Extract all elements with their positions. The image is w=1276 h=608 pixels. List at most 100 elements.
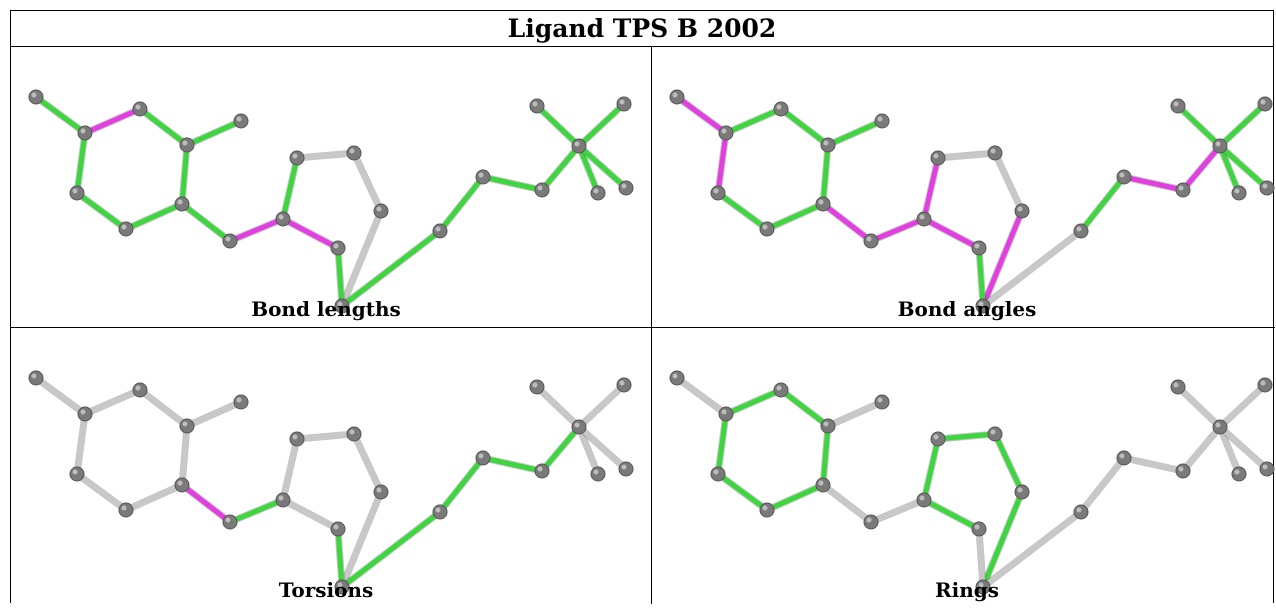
atom-a20 [590, 185, 606, 201]
atom-highlight [278, 495, 284, 501]
bond-a17-a18 [1180, 424, 1223, 474]
atom-a1 [77, 406, 93, 422]
bond-a9-a10 [921, 216, 982, 251]
atom-a5 [69, 466, 85, 482]
atom-highlight [713, 469, 719, 475]
atom-highlight [619, 99, 625, 105]
bond-a3-a7 [179, 142, 190, 207]
atom-a2 [773, 382, 789, 398]
caption-torsions: Torsions [278, 578, 374, 602]
atom-highlight [866, 517, 872, 523]
panel-bond-lengths: Bond lengths [11, 47, 641, 327]
atom-highlight [713, 188, 719, 194]
atom-a15 [432, 223, 448, 239]
atom-a9 [275, 492, 291, 508]
bond-a9-a10 [280, 497, 341, 532]
atom-highlight [1215, 141, 1221, 147]
atom-highlight [919, 495, 925, 501]
atom-a10 [971, 521, 987, 537]
atom-highlight [292, 153, 298, 159]
atom-highlight [435, 226, 441, 232]
bond-a8-a9 [868, 216, 927, 244]
bond-a14-a15 [339, 509, 443, 590]
atom-a3 [820, 418, 836, 434]
bond-a18-a20 [1217, 143, 1242, 196]
atom-highlight [619, 380, 625, 386]
caption-bond-angles: Bond angles [897, 297, 1037, 321]
atom-highlight [225, 236, 231, 242]
bond-a15-a16 [1078, 174, 1127, 234]
atom-highlight [182, 421, 188, 427]
atom-highlight [292, 434, 298, 440]
atom-a8 [222, 233, 238, 249]
figure-frame: Ligand TPS B 2002 Bond lengths Bond angl… [10, 10, 1276, 604]
bond-a18-a19 [1175, 103, 1223, 149]
bond-a15-a16 [437, 174, 486, 234]
bond-a1-a2 [723, 387, 784, 417]
atom-highlight [349, 148, 355, 154]
molecule-diagram-torsions [28, 370, 634, 595]
atom-highlight [621, 183, 627, 189]
atom-a3 [179, 418, 195, 434]
bond-a18-a21 [576, 101, 627, 149]
atom-a11 [930, 431, 946, 447]
atom-a12 [987, 426, 1003, 442]
atom-a6 [759, 221, 775, 237]
atom-highlight [135, 104, 141, 110]
bond-a14-a10 [976, 526, 986, 590]
atom-a12 [346, 145, 362, 161]
atom-highlight [537, 185, 543, 191]
figure-title: Ligand TPS B 2002 [11, 11, 1273, 47]
atom-highlight [818, 199, 824, 205]
atom-highlight [818, 480, 824, 486]
atom-a9 [275, 211, 291, 227]
atom-a7 [815, 196, 831, 212]
atom-a16 [475, 450, 491, 466]
atom-highlight [478, 172, 484, 178]
atom-a11 [289, 150, 305, 166]
atom-a7 [815, 477, 831, 493]
atom-a6 [118, 221, 134, 237]
atom-highlight [1173, 382, 1179, 388]
atom-a11 [930, 150, 946, 166]
atom-a0 [28, 89, 44, 105]
atom-highlight [537, 466, 543, 472]
bond-a18-a22 [1217, 424, 1270, 472]
atom-highlight [721, 128, 727, 134]
atom-highlight [177, 199, 183, 205]
atom-highlight [866, 236, 872, 242]
atom-highlight [80, 128, 86, 134]
bond-a3-a4 [825, 118, 885, 148]
atom-a21 [616, 96, 632, 112]
bond-a9-a10 [280, 216, 341, 251]
atom-a0 [28, 370, 44, 386]
bond-a5-a6 [715, 190, 770, 232]
bond-a8-a9 [227, 216, 286, 244]
atom-a17 [534, 463, 550, 479]
atom-a9 [916, 211, 932, 227]
bond-a18-a20 [1217, 424, 1242, 477]
panel-bond-angles: Bond angles [652, 47, 1276, 327]
panel-torsions: Torsions [11, 328, 641, 608]
bond-a0-a1 [33, 94, 88, 136]
bond-a7-a8 [179, 201, 233, 244]
bond-a18-a22 [576, 143, 629, 191]
bond-a1-a5 [74, 130, 88, 196]
molecule-diagram-bond-angles [669, 89, 1275, 314]
molecule-diagram-bond-lengths [28, 89, 634, 314]
caption-bond-lengths: Bond lengths [251, 297, 401, 321]
molecule-diagram-rings [669, 370, 1275, 595]
atom-highlight [672, 92, 678, 98]
bond-a9-a11 [921, 436, 941, 503]
atom-a8 [863, 514, 879, 530]
atom-a11 [289, 431, 305, 447]
bond-a14-a15 [980, 509, 1084, 590]
bond-a14-a15 [339, 228, 443, 309]
atom-highlight [236, 397, 242, 403]
bond-a11-a12 [935, 431, 998, 442]
bond-a14-a10 [976, 245, 986, 309]
bond-a6-a7 [123, 482, 185, 513]
bond-a1-a2 [723, 106, 784, 136]
atom-a21 [616, 377, 632, 393]
bond-a13-a14 [980, 208, 1025, 309]
